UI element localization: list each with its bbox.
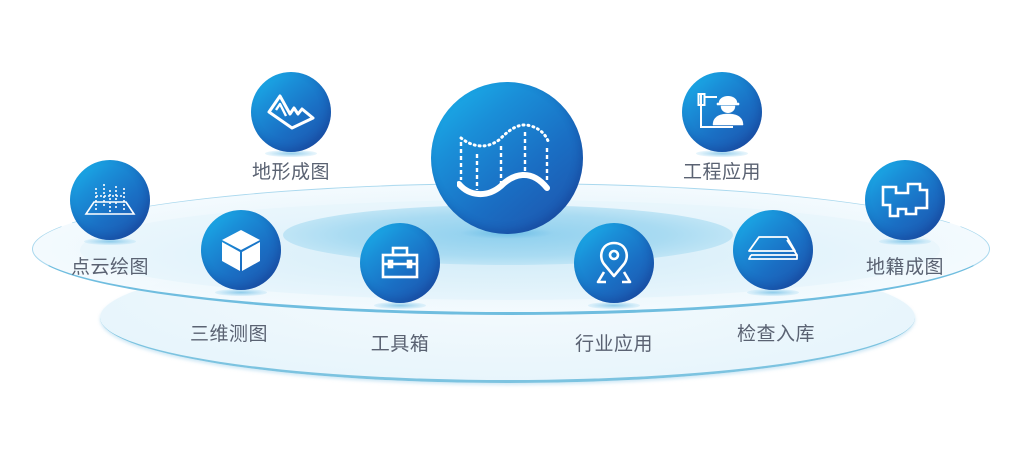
location-pin-icon — [594, 240, 634, 286]
module-3d-bubble[interactable] — [201, 210, 281, 290]
module-pointcloud-label: 点云绘图 — [70, 256, 150, 278]
module-shadow — [879, 238, 931, 245]
module-shadow — [588, 302, 640, 309]
engineer-worker-icon — [697, 91, 747, 133]
module-pointcloud-bubble[interactable] — [70, 160, 150, 240]
point-cloud-icon — [84, 182, 136, 218]
module-cadastral-label: 地籍成图 — [865, 256, 945, 278]
module-shadow — [747, 289, 799, 296]
module-inspection-label: 检查入库 — [736, 323, 816, 345]
center-hub-bubble[interactable] — [431, 82, 583, 234]
module-cadastral-bubble[interactable] — [865, 160, 945, 240]
mountain-icon — [266, 92, 316, 132]
module-engineering-bubble[interactable] — [682, 72, 762, 152]
parcel-outline-icon — [880, 181, 930, 219]
module-industry-label: 行业应用 — [574, 333, 654, 355]
cube-icon — [220, 228, 262, 272]
module-shadow — [265, 150, 317, 157]
module-3d-label: 三维测图 — [189, 323, 269, 345]
toolbox-icon — [380, 246, 420, 280]
layers-icon — [745, 235, 801, 265]
module-toolbox-label: 工具箱 — [370, 333, 430, 355]
module-toolbox-bubble[interactable] — [360, 223, 440, 303]
module-shadow — [215, 289, 267, 296]
module-shadow — [84, 238, 136, 245]
module-shadow — [374, 302, 426, 309]
survey-terrain-curve-icon — [457, 118, 557, 198]
module-engineering-label: 工程应用 — [682, 161, 762, 183]
module-shadow — [696, 150, 748, 157]
module-terrain-bubble[interactable] — [251, 72, 331, 152]
module-industry-bubble[interactable] — [574, 223, 654, 303]
module-terrain-label: 地形成图 — [251, 161, 331, 183]
module-inspection-bubble[interactable] — [733, 210, 813, 290]
